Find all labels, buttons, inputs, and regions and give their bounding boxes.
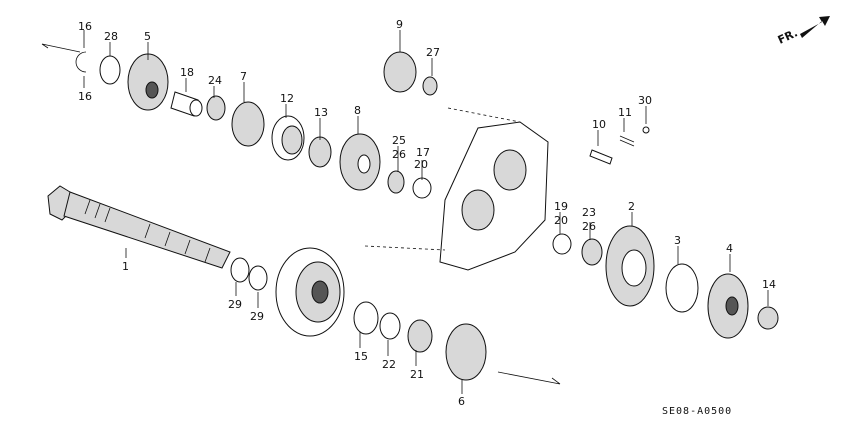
part-label-29-left: 29 xyxy=(228,298,242,311)
diagram-code: SE08-A0500 xyxy=(662,406,732,417)
case-plate-part xyxy=(364,107,549,271)
bearing-part-23 xyxy=(581,238,603,266)
part-label-17: 17 xyxy=(416,146,430,159)
gear-part-13 xyxy=(308,136,332,168)
part-label-22: 22 xyxy=(382,358,396,371)
part-label-29-right: 29 xyxy=(250,310,264,323)
part-label-23: 23 xyxy=(582,206,596,219)
bearing-part-24 xyxy=(206,95,226,121)
snap-ring-part-16 xyxy=(75,51,87,73)
part-label-16-lower: 16 xyxy=(78,90,92,103)
part-label-26-upper: 26 xyxy=(392,148,406,161)
arrow-icon xyxy=(800,16,830,38)
bearing-part-27 xyxy=(422,76,438,96)
part-label-6: 6 xyxy=(458,395,465,408)
part-label-26-lower: 26 xyxy=(582,220,596,233)
part-label-19: 19 xyxy=(554,200,568,213)
part-label-1: 1 xyxy=(122,260,129,273)
collar-part-18 xyxy=(170,91,203,117)
part-label-30: 30 xyxy=(638,94,652,107)
part-label-5: 5 xyxy=(144,30,151,43)
part-label-15: 15 xyxy=(354,350,368,363)
part-label-2: 2 xyxy=(628,200,635,213)
part-label-11: 11 xyxy=(618,106,632,119)
snap-ring-part-29-b xyxy=(248,265,268,291)
part-label-12: 12 xyxy=(280,92,294,105)
gear-part-2 xyxy=(605,225,655,307)
direction-label: FR. xyxy=(776,26,800,46)
part-label-18: 18 xyxy=(180,66,194,79)
collar-part-19 xyxy=(552,233,572,255)
part-label-24: 24 xyxy=(208,74,222,87)
gear-part-6 xyxy=(445,323,487,381)
part-label-7: 7 xyxy=(240,70,247,83)
bearing-part-21 xyxy=(407,319,433,353)
gear-part-8 xyxy=(339,133,381,191)
pin-part-10 xyxy=(589,149,613,165)
part-label-9: 9 xyxy=(396,18,403,31)
gear-part-7 xyxy=(231,101,265,147)
guide-line-right xyxy=(497,371,561,385)
part-label-10: 10 xyxy=(592,118,606,131)
mainshaft-part xyxy=(47,185,231,269)
bearing-part-26-upper xyxy=(387,170,405,194)
part-label-25: 25 xyxy=(392,134,406,147)
ball-part-30 xyxy=(642,126,650,134)
guide-line-left xyxy=(41,43,81,53)
part-label-16-upper: 16 xyxy=(78,20,92,33)
part-label-21: 21 xyxy=(410,368,424,381)
synchro-ring-part-3 xyxy=(665,263,699,313)
gear-part-5 xyxy=(127,53,169,111)
part-label-8: 8 xyxy=(354,104,361,117)
part-label-14: 14 xyxy=(762,278,776,291)
spring-part-11 xyxy=(619,135,635,147)
collar-part-17 xyxy=(412,177,432,199)
front-direction-indicator: FR. xyxy=(776,16,830,47)
snap-ring-part-29-a xyxy=(230,257,250,283)
washer-part-28 xyxy=(99,55,121,85)
nut-part-14 xyxy=(757,306,779,330)
clutch-drum-part xyxy=(275,247,345,337)
part-label-group: 1 2 3 4 5 6 7 8 9 10 11 12 13 14 15 16 1… xyxy=(78,18,776,408)
washer-part-15 xyxy=(353,301,379,335)
part-label-20-upper: 20 xyxy=(414,158,428,171)
part-label-28: 28 xyxy=(104,30,118,43)
part-label-20-lower: 20 xyxy=(554,214,568,227)
part-label-13: 13 xyxy=(314,106,328,119)
part-label-27: 27 xyxy=(426,46,440,59)
gear-part-9 xyxy=(383,51,417,93)
part-label-3: 3 xyxy=(674,234,681,247)
gear-part-4 xyxy=(707,273,749,339)
hub-part-12 xyxy=(271,115,305,161)
part-label-4: 4 xyxy=(726,242,733,255)
washer-part-22 xyxy=(379,312,401,340)
